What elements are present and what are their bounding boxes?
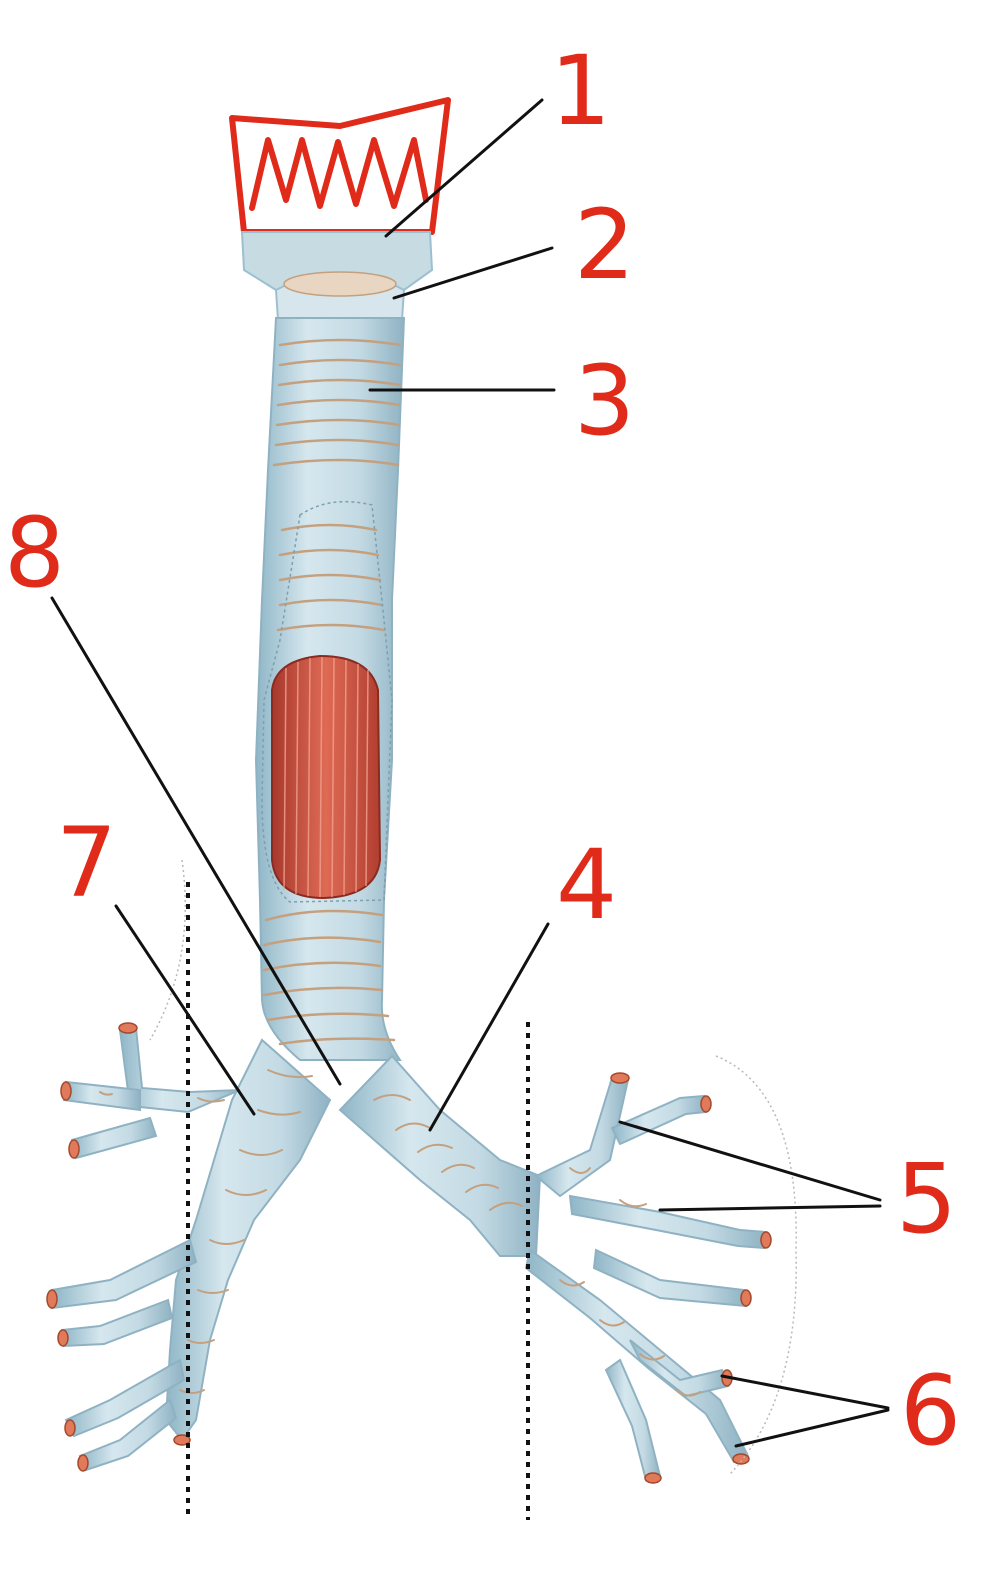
label-2: 2 (574, 189, 635, 301)
tracheal-rings (262, 338, 402, 1046)
label-3: 3 (574, 345, 635, 457)
leader-line-8 (50, 596, 342, 1086)
label-6: 6 (900, 1355, 961, 1467)
number-labels: 1 2 3 4 5 6 7 8 (4, 35, 961, 1467)
right-main-bronchus (46, 1022, 332, 1472)
leader-lines (50, 98, 890, 1448)
leader-line-7 (114, 904, 256, 1116)
leader-line-5a (618, 1120, 882, 1202)
thyroid-cartilage-sketch (229, 97, 451, 235)
opened-window-outline (261, 500, 393, 903)
leader-line-2 (392, 246, 554, 300)
label-7: 7 (56, 807, 117, 919)
lung-outline-right (149, 859, 186, 1041)
trachealis-muscle (271, 654, 382, 900)
leader-line-4 (428, 922, 550, 1132)
label-1: 1 (550, 35, 611, 147)
leader-line-1 (384, 98, 544, 238)
cricoid-cartilage (240, 231, 434, 331)
label-4: 4 (556, 829, 617, 941)
label-8: 8 (4, 497, 65, 609)
label-5: 5 (896, 1143, 957, 1255)
lung-outline-left (715, 1055, 797, 1475)
left-main-bronchus (338, 1054, 772, 1484)
leader-line-5b (658, 1204, 882, 1212)
leader-line-6b (734, 1408, 890, 1448)
leader-line-6a (720, 1374, 890, 1410)
